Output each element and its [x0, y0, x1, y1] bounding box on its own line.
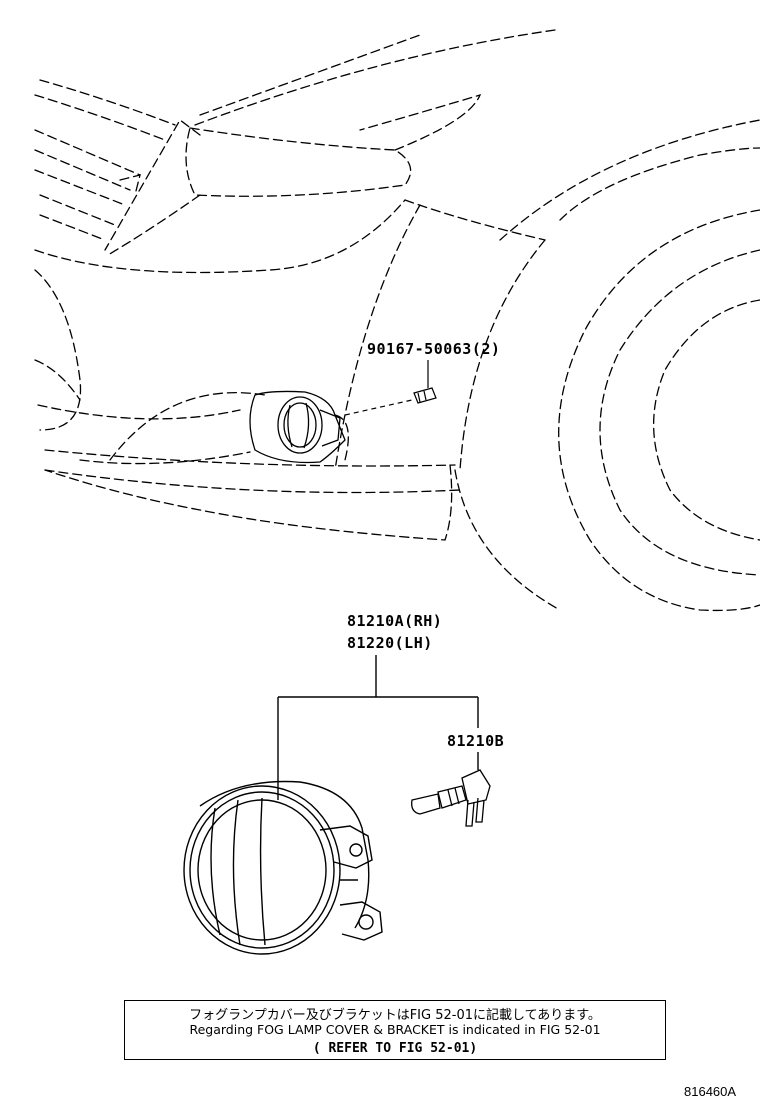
leader-lines [277, 655, 479, 800]
callout-fog-lamp-rh: 81210A(RH) [347, 612, 443, 630]
bolt-part [344, 360, 437, 416]
callout-bolt: 90167-50063(2) [367, 340, 501, 358]
note-english: Regarding FOG LAMP COVER & BRACKET is in… [189, 1022, 601, 1037]
bulb-part [411, 769, 491, 827]
callout-fog-lamp-lh: 81220(LH) [347, 634, 433, 652]
note-japanese: フォグランプカバー及びブラケットはFIG 52-01に記載してあります。 [189, 1008, 601, 1023]
figure-id: 816460A [684, 1084, 737, 1099]
note-reference: ( REFER TO FIG 52-01) [312, 1041, 478, 1056]
fog-lamp-unit [183, 780, 383, 955]
note-box: フォグランプカバー及びブラケットはFIG 52-01に記載してあります。 Reg… [124, 1000, 666, 1060]
installed-fog-lamp [249, 390, 346, 464]
callout-bulb: 81210B [447, 732, 505, 750]
car-body-outline [34, 29, 760, 612]
